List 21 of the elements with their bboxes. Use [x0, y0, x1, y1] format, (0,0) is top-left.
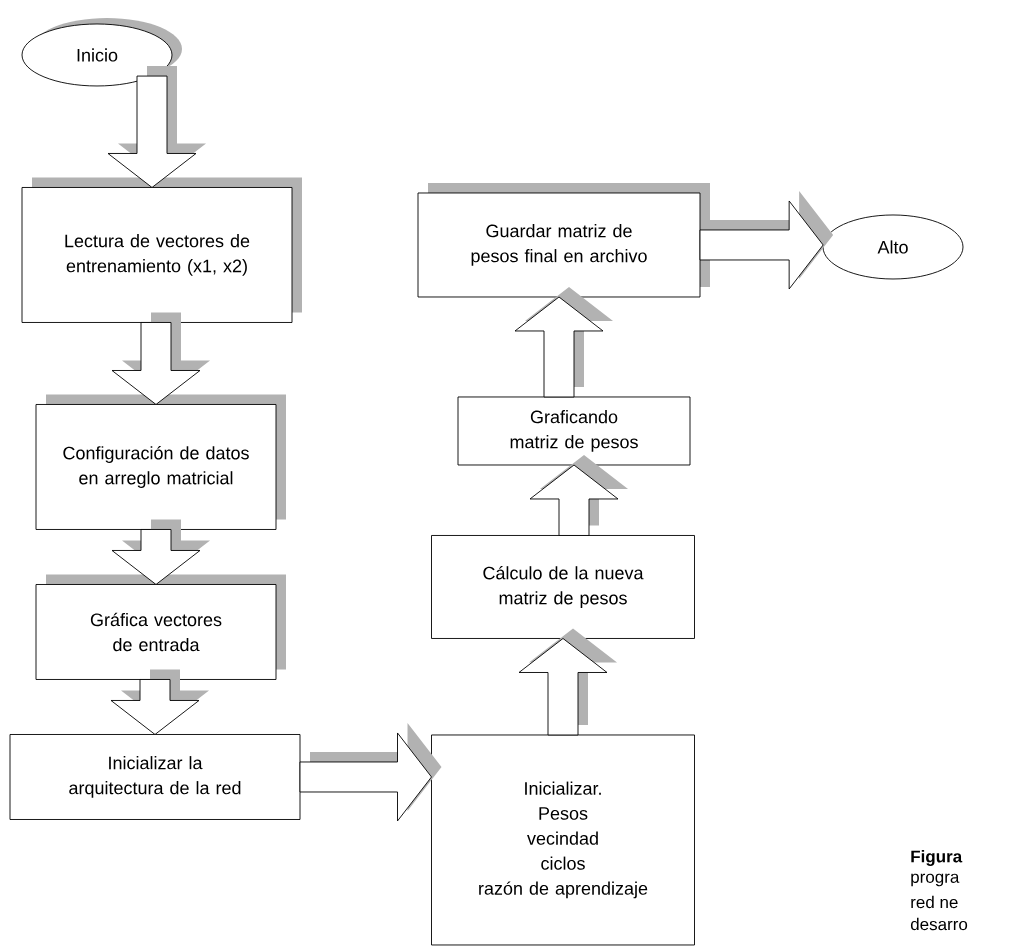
caption-text: progra — [911, 873, 960, 887]
process-box: Inicializar. Pesos vecindad ciclos razón de aprendizaje — [431, 734, 695, 946]
caption-text: Figura — [911, 850, 963, 866]
block-arrow — [518, 628, 617, 736]
block-arrow — [529, 455, 628, 536]
block-arrow — [110, 669, 209, 735]
process-box: Guardar matriz de pesos final en archivo — [417, 183, 710, 298]
caption-text: red ne — [911, 895, 958, 909]
process-box: Gráfica vectores de entrada — [35, 574, 286, 680]
process-box: Cálculo de la nueva matriz de pesos — [431, 535, 695, 639]
block-arrow — [107, 66, 206, 188]
process-box: Inicializar la arquitectura de la red — [9, 734, 301, 820]
caption-text: desarro — [910, 917, 968, 931]
block-arrow — [699, 191, 834, 290]
block-arrow — [299, 723, 442, 822]
process-box: Lectura de vectores de entrenamiento (x1, x2) — [21, 177, 302, 323]
process-box: Graficando matriz de pesos — [457, 396, 691, 466]
block-arrow — [514, 287, 613, 398]
process-box: Configuración de datos en arreglo matricial — [35, 394, 286, 530]
block-arrow — [111, 519, 210, 585]
block-arrow — [111, 312, 210, 405]
